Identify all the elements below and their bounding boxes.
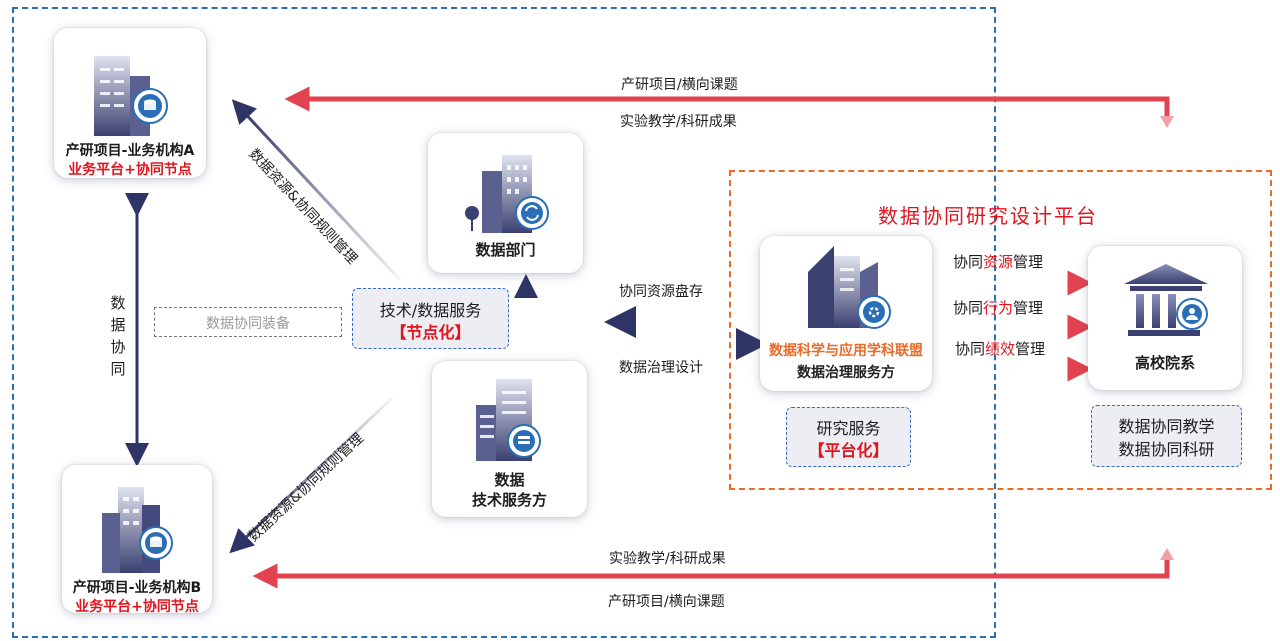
label-vertical: 数 据 协 同 <box>108 292 128 380</box>
alliance-building-icon <box>808 246 891 329</box>
bottom-feedback-arrow <box>252 558 1170 589</box>
label-bottom-lower: 产研项目/横向课题 <box>608 594 725 610</box>
alliance-subtitle: 数据治理服务方 <box>797 365 895 381</box>
left-region-boundary <box>12 7 996 638</box>
node-org-b[interactable]: 产研项目-业务机构B 业务平台+协同节点 <box>62 465 212 615</box>
university-role-teaching: 数据协同教学 <box>1118 417 1215 436</box>
node-tech-provider[interactable]: 数据 技术服务方 <box>432 361 587 517</box>
research-service-box[interactable]: 研究服务 【平台化】 <box>786 407 911 467</box>
label-mgmt-resource: 协同资源管理 <box>953 253 1044 271</box>
node-alliance[interactable]: 数据科学与应用学科联盟 数据治理服务方 <box>760 236 932 391</box>
diag-arrow-to-a <box>231 99 402 282</box>
org-b-title: 产研项目-业务机构B <box>72 580 202 596</box>
tech-provider-line1: 数据 <box>494 471 525 489</box>
diag-arrow-to-b <box>229 396 394 554</box>
label-governance-design: 数据治理设计 <box>619 360 703 376</box>
node-data-dept[interactable]: 数据部门 <box>428 133 583 273</box>
vertical-char: 协 <box>110 338 126 356</box>
org-a-title: 产研项目-业务机构A <box>65 143 195 159</box>
label-top-upper: 产研项目/横向课题 <box>621 77 738 93</box>
node-org-a[interactable]: 产研项目-业务机构A 业务平台+协同节点 <box>54 28 206 178</box>
tech-service-line1: 技术/数据服务 <box>379 301 482 320</box>
platform-title: 数据协同研究设计平台 <box>878 204 1098 228</box>
platform-region-boundary <box>729 170 1272 490</box>
university-building-icon <box>1124 264 1208 336</box>
university-role-research: 数据协同科研 <box>1118 440 1215 459</box>
alliance-title: 数据科学与应用学科联盟 <box>769 343 923 359</box>
vertical-char: 据 <box>110 316 126 334</box>
label-top-lower: 实验教学/科研成果 <box>620 114 737 130</box>
data-dept-title: 数据部门 <box>475 241 536 259</box>
equipment-box[interactable]: 数据协同装备 <box>154 307 342 337</box>
label-mgmt-behavior: 协同行为管理 <box>953 299 1044 317</box>
label-mgmt-performance: 协同绩效管理 <box>955 340 1046 358</box>
tech-provider-line2: 技术服务方 <box>471 491 547 509</box>
research-service-line2: 【平台化】 <box>808 441 889 460</box>
org-b-subtitle: 业务平台+协同节点 <box>75 599 199 615</box>
data-department-building-icon <box>465 155 549 233</box>
label-collab-inventory: 协同资源盘存 <box>619 284 703 300</box>
research-service-line1: 研究服务 <box>816 419 881 438</box>
org-a-subtitle: 业务平台+协同节点 <box>68 162 192 178</box>
label-bottom-upper: 实验教学/科研成果 <box>609 551 726 567</box>
node-university[interactable]: 高校院系 <box>1088 246 1242 390</box>
university-title: 高校院系 <box>1134 354 1195 372</box>
vertical-char: 同 <box>110 360 126 378</box>
tech-provider-building-icon <box>476 379 541 461</box>
tech-service-line2: 【节点化】 <box>390 323 471 342</box>
office-building-icon <box>94 56 168 136</box>
vertical-char: 数 <box>110 294 126 312</box>
top-feedback-arrow <box>284 86 1170 118</box>
university-roles-box[interactable]: 数据协同教学 数据协同科研 <box>1091 405 1242 467</box>
tech-service-box[interactable]: 技术/数据服务 【节点化】 <box>352 288 509 349</box>
equipment-label: 数据协同装备 <box>206 316 290 332</box>
office-building-icon <box>102 487 173 573</box>
